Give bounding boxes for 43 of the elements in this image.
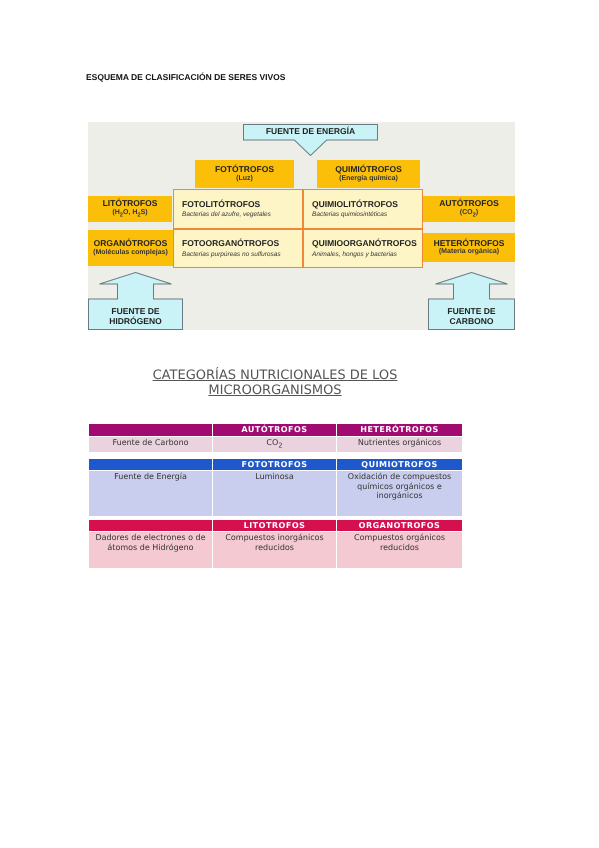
table-cell: Nutrientes orgánicos [337, 437, 462, 452]
category-name: LITÓTROFOS [102, 199, 158, 208]
column-header: AUTÓTROFOS [213, 424, 336, 436]
category-name: QUIMIOLITÓTROFOS [312, 200, 398, 210]
category-box [88, 230, 173, 266]
category-box [423, 233, 515, 262]
category-name: FUENTE DE CARBONO [446, 307, 497, 326]
category-name: FUENTE DE HIDRÓGENO [108, 307, 163, 326]
column-header: ORGANOTROFOS [337, 520, 462, 531]
row-header: Fuente de Energía [89, 471, 212, 516]
category-name: ORGANÓTROFOS [94, 239, 168, 248]
column-header: FOTOTROFOS [213, 459, 336, 470]
column-header: HETERÓTROFOS [337, 424, 462, 436]
category-cell [303, 229, 423, 268]
table-cell: CO$_{2}$ [213, 437, 336, 452]
page-title: ESQUEMA DE CLASIFICACIÓN DE SERES VIVOS [86, 72, 286, 82]
category-name: FUENTE DE ENERGÍA [266, 127, 356, 136]
column-header: LITOTROFOS [213, 520, 336, 531]
category-name: QUIMIÓTROFOS [335, 165, 402, 174]
category-name: QUIMIOORGANÓTROFOS [312, 239, 417, 249]
category-box [88, 196, 172, 222]
category-cell [173, 189, 303, 229]
table-cell: Compuestos orgánicos reducidos [337, 532, 462, 568]
block-arrow [428, 272, 515, 330]
table-cell: Luminosa [213, 471, 336, 516]
table-cell: Oxidación de compuestos químicos orgánicos e inorgánicos [337, 471, 462, 516]
block-arrow [243, 124, 378, 156]
row-header: Fuente de Carbono [89, 437, 212, 452]
category-name: FOTOORGANÓTROFOS [182, 239, 280, 249]
block-arrow [88, 272, 183, 330]
category-name: HETERÓTROFOS [434, 238, 504, 248]
category-box [317, 160, 420, 188]
category-name: FOTOLITÓTROFOS [182, 200, 260, 210]
table-cell: Compuestos inorgánicos reducidos [213, 532, 336, 568]
category-name: FOTÓTROFOS [214, 165, 274, 174]
category-cell [173, 229, 303, 268]
category-cell [303, 189, 423, 229]
row-header: Dadores de electrones o de átomos de Hidrógeno [89, 532, 212, 568]
column-header: QUIMIOTROFOS [337, 459, 462, 470]
category-box [423, 196, 515, 222]
category-box [195, 160, 294, 188]
section-heading: CATEGORÍAS NUTRICIONALES DE LOS MICROORGANISMOS [152, 369, 398, 399]
category-name: AUTÓTROFOS [439, 199, 499, 208]
